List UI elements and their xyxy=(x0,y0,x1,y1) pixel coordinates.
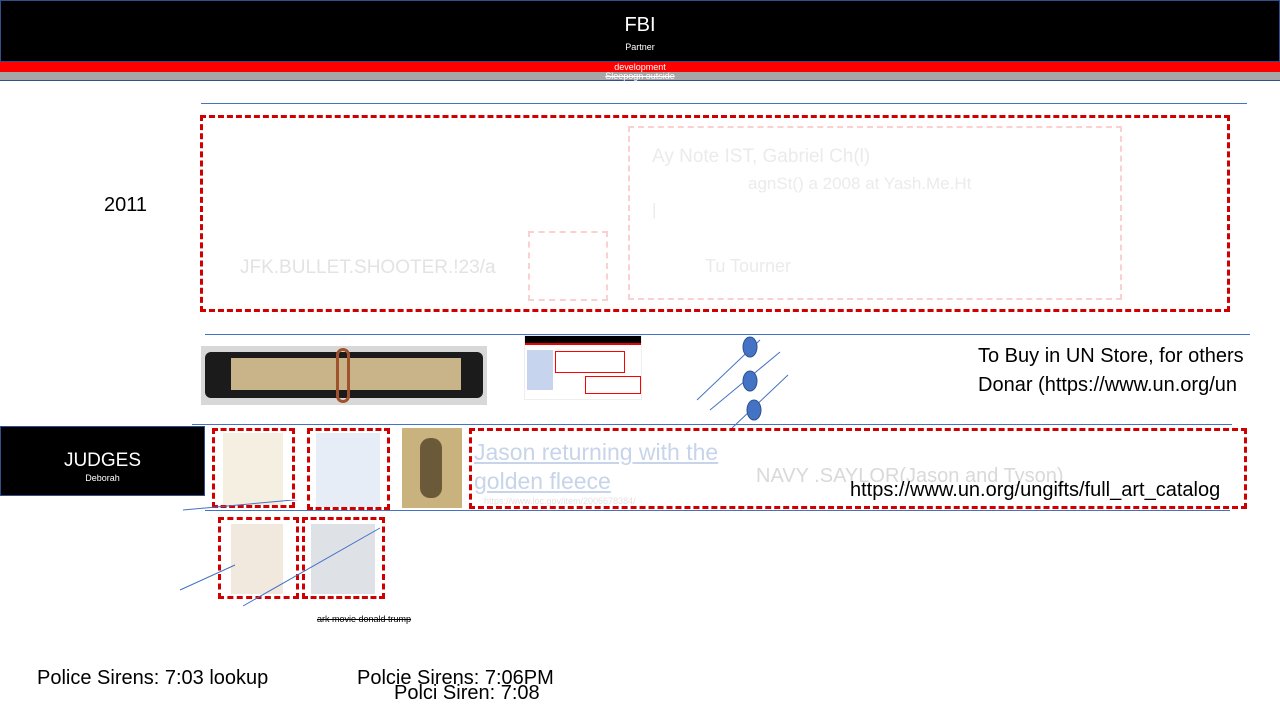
faint-frame-large xyxy=(628,126,1122,300)
ghost-text-1: Ay Note IST, Gabriel Ch(l) xyxy=(652,146,871,167)
police-sirens-3: Polci Siren: 7:08 xyxy=(394,682,540,704)
jason-url: https://www.loc.gov/item/2006678384/ xyxy=(484,496,636,506)
screenshot-thumbnail xyxy=(524,335,642,400)
red-bar-label: development xyxy=(614,62,666,72)
gray-bar-label: Sleepogn outside xyxy=(605,71,675,81)
blue-dot xyxy=(746,399,762,421)
engraving-thumbnail xyxy=(402,428,462,508)
header-title: FBI xyxy=(624,14,656,36)
header-subtitle: Partner xyxy=(625,42,655,52)
gray-bar xyxy=(0,72,1280,81)
police-sirens-1: Police Sirens: 7:03 lookup xyxy=(37,667,269,689)
un-store-text: To Buy in UN Store, for others Donar (ht… xyxy=(978,342,1244,400)
diagonal-lines xyxy=(179,500,381,607)
dashed-thumb-frame xyxy=(307,428,390,510)
faint-frame-small xyxy=(528,231,608,301)
police-sirens-2: Polcie Sirens: 7:06PM xyxy=(357,667,554,689)
judges-box xyxy=(0,426,205,496)
judges-subtitle: Deborah xyxy=(85,473,120,483)
un-url: https://www.un.org/ungifts/full_art_cata… xyxy=(850,479,1221,501)
divider-line xyxy=(192,424,1232,425)
blue-dot xyxy=(742,336,758,358)
dashed-thumb-frame xyxy=(212,428,295,508)
dots-graphic xyxy=(696,336,789,429)
un-store-line-1: To Buy in UN Store, for others xyxy=(978,345,1244,367)
year-label: 2011 xyxy=(104,194,148,216)
red-bar xyxy=(0,62,1280,72)
jason-link[interactable]: Jason returning with the golden fleece xyxy=(474,439,719,494)
blue-dot xyxy=(742,370,758,392)
header-banner xyxy=(0,0,1280,62)
movie-thumbnail xyxy=(311,524,375,594)
ark-caption: ark movie donald trump xyxy=(317,614,412,624)
jfk-label: JFK.BULLET.SHOOTER.!23/a xyxy=(240,257,496,278)
divider-line xyxy=(205,510,1230,511)
diagonal-line xyxy=(242,527,381,607)
un-store-line-2: Donar (https://www.un.org/un xyxy=(978,374,1238,396)
diagonal-line xyxy=(179,564,236,591)
ghost-text-3: | xyxy=(652,200,657,219)
painting-thumbnail xyxy=(316,433,380,507)
dashed-frame-jason xyxy=(469,428,1247,509)
navy-label: NAVY .SAYLOR(Jason and Tyson) xyxy=(756,465,1064,487)
ghost-text-2: agnSt() a 2008 at Yash.Me.Ht xyxy=(748,174,972,193)
diagonal-line xyxy=(731,374,789,429)
dashed-frame-top xyxy=(200,115,1230,312)
divider-line xyxy=(205,334,1250,335)
poster-thumbnail xyxy=(231,524,283,594)
ghost-text-4: Tu Tourner xyxy=(705,256,792,276)
diagonal-line xyxy=(182,500,299,511)
divider-line xyxy=(201,103,1247,104)
judges-title: JUDGES xyxy=(63,450,142,471)
dashed-thumb-frame xyxy=(302,517,385,599)
painting-thumbnail xyxy=(223,433,283,505)
scroll-artifact-image xyxy=(201,346,487,405)
